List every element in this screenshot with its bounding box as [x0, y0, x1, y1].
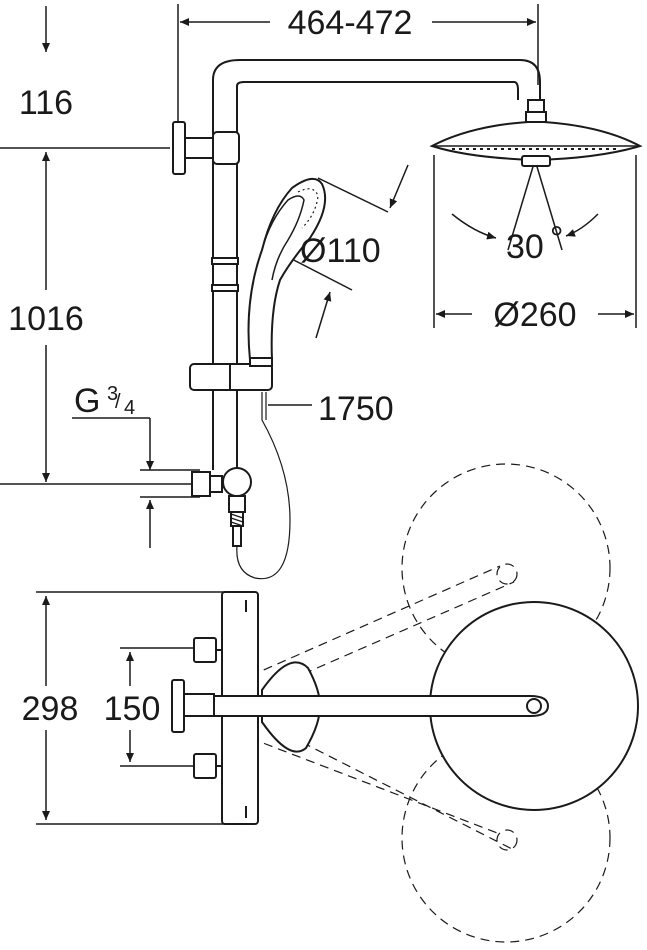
dimension-lines-bottom	[36, 591, 230, 825]
thread-num-label: 3	[107, 383, 118, 405]
dimension-labels-bottom: 298 150	[22, 690, 161, 728]
thermostat-plan	[171, 591, 550, 825]
shower-hose	[236, 392, 291, 580]
dimension-labels-top: 464-472 116 1016 1750 Ø110 Ø260 30° G 3 …	[8, 4, 576, 428]
shower-column	[172, 59, 541, 547]
hose-length-label: 1750	[318, 390, 394, 428]
thread-prefix-label: G	[74, 382, 100, 420]
thermostat-height-label: 298	[22, 690, 79, 728]
dimension-lines-top	[0, 4, 637, 548]
arm-reach-label: 464-472	[288, 4, 413, 42]
thread-slash: /	[115, 391, 121, 413]
thread-den-label: 4	[124, 397, 135, 419]
top-offset-label: 116	[19, 84, 73, 122]
head-shower-diameter-label: Ø260	[493, 296, 576, 334]
head-shower	[429, 99, 643, 167]
hand-shower-diameter-label: Ø110	[300, 232, 381, 270]
inlet-spacing-label: 150	[104, 690, 161, 728]
rail-height-label: 1016	[8, 300, 84, 338]
tilt-angle-label: 30°	[506, 220, 563, 266]
hand-shower	[247, 177, 326, 367]
